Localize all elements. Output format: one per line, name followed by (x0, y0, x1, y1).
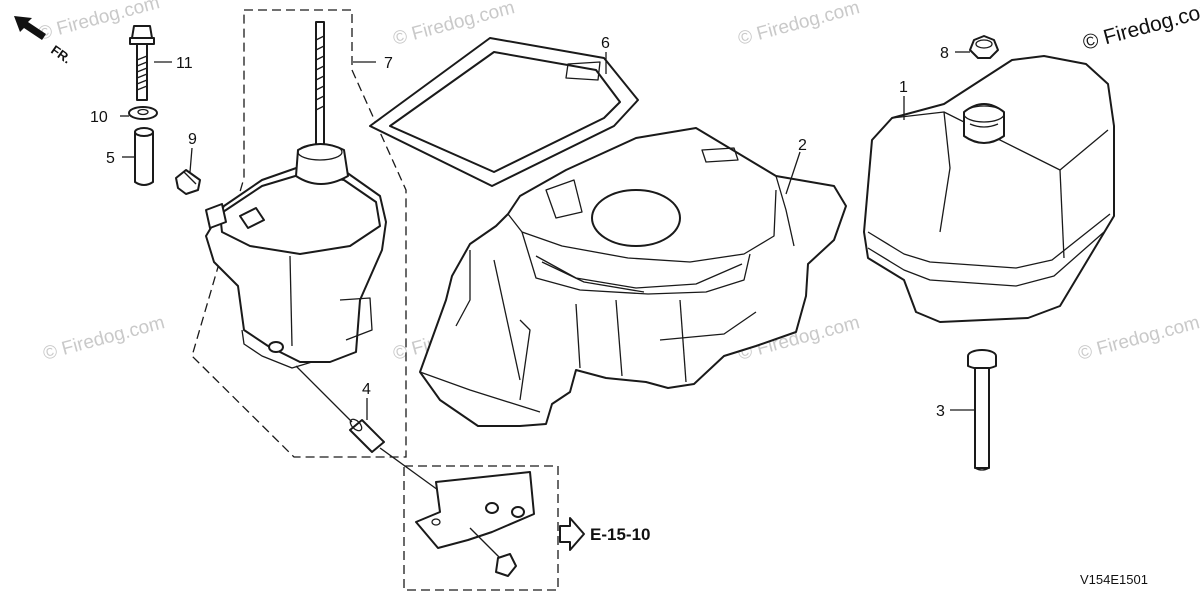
callout-8: 8 (940, 45, 949, 62)
watermark-text: © Firedog.com (736, 0, 862, 50)
callout-6: 6 (601, 35, 610, 52)
bracket (415, 471, 535, 577)
bolt-11 (129, 25, 155, 101)
watermark-main: © Firedog.com (1080, 0, 1200, 55)
collar-5 (134, 127, 154, 186)
leader-lines (120, 51, 975, 420)
callout-1: 1 (899, 79, 908, 96)
tube-4 (295, 365, 439, 491)
direction-label: FR. (48, 42, 74, 66)
washer-10 (128, 106, 158, 120)
callout-7: 7 (384, 55, 393, 72)
bolt-3 (967, 349, 997, 471)
watermark-text: © Firedog.com (41, 312, 167, 365)
air-cleaner-case-7 (205, 21, 387, 369)
housing-2 (419, 127, 847, 427)
nut-8 (969, 35, 999, 59)
cover-1 (863, 55, 1115, 323)
callout-9: 9 (188, 131, 197, 148)
callout-5: 5 (106, 150, 115, 167)
seal-6 (369, 37, 639, 187)
reference-code: E-15-10 (590, 525, 650, 544)
callouts: 11 10 5 9 7 4 6 2 1 8 3 (90, 35, 949, 420)
watermark-text: © Firedog.com (1076, 312, 1200, 365)
callout-4: 4 (362, 381, 371, 398)
callout-11: 11 (176, 55, 193, 72)
callout-2: 2 (798, 137, 807, 154)
drawing-code: V154E1501 (1080, 572, 1148, 587)
callout-3: 3 (936, 403, 945, 420)
cap-9 (175, 169, 201, 195)
callout-10: 10 (90, 109, 108, 126)
group-outline-bracket (403, 465, 559, 591)
reference-arrow-icon (559, 517, 585, 551)
